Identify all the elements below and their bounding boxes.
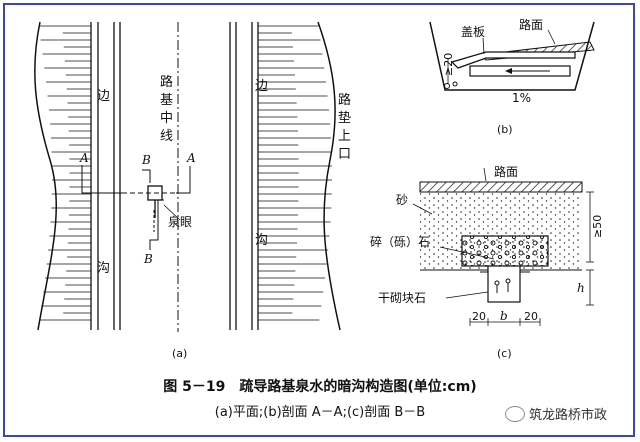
plan-right-ticks <box>258 25 332 321</box>
section-bb: ≥50 h 20 b 20 路面 砂 碎（砾）石 干砌块石 (c) <box>370 164 604 360</box>
label-a-left: A <box>79 151 89 165</box>
label-dry-stone: 干砌块石 <box>378 291 426 305</box>
section-c-gravel <box>461 235 549 267</box>
cover-leader <box>482 37 485 55</box>
label-gravel: 碎（砾）石 <box>370 234 430 249</box>
sublabel-b: (b) <box>497 123 513 136</box>
section-aa: ≥20 盖板 路面 1% (b) <box>429 17 595 136</box>
road-leader-b <box>547 29 556 45</box>
label-centerline: 路 基 中 线 <box>160 74 173 144</box>
section-a-left-marker <box>81 165 122 194</box>
stone-1 <box>444 83 450 89</box>
section-b-top-marker <box>142 169 151 183</box>
section-a-right-marker <box>176 166 191 194</box>
section-c-road-surface <box>419 181 583 193</box>
label-bian-right: 边 <box>255 79 268 94</box>
label-b-top: B <box>141 153 151 167</box>
svg-text:口: 口 <box>338 147 351 162</box>
plan-right-boundary <box>317 21 341 331</box>
gravel-leader <box>439 246 495 260</box>
label-road-b: 路面 <box>519 17 543 32</box>
figure-title: 图 5－19 疏导路基泉水的暗沟构造图(单位:cm) <box>163 379 477 395</box>
label-shoulder: 路 垫 上 口 <box>338 92 351 162</box>
sand-leader <box>412 203 433 215</box>
svg-text:路: 路 <box>338 92 351 108</box>
label-gou-left: 沟 <box>97 261 110 276</box>
label-a-right: A <box>186 151 196 165</box>
svg-text:中: 中 <box>160 111 173 126</box>
label-height-20: ≥20 <box>442 53 455 76</box>
stone-2 <box>452 81 458 87</box>
label-h: h <box>577 281 585 295</box>
label-dim-20-right: 20 <box>524 310 538 323</box>
label-slope-1pct: 1% <box>512 91 531 105</box>
label-depth-50: ≥50 <box>591 215 604 238</box>
label-spring-eye: 泉眼 <box>168 215 192 229</box>
section-c-drain-stones <box>494 278 511 293</box>
svg-text:路: 路 <box>160 74 173 90</box>
section-c-stone-pit <box>487 265 521 303</box>
svg-text:垫: 垫 <box>338 110 351 126</box>
watermark: 筑龙路桥市政 <box>505 404 607 423</box>
spring-leader <box>163 204 181 221</box>
svg-text:线: 线 <box>160 129 173 144</box>
label-b-bottom: B <box>143 252 153 266</box>
section-b-bottom-marker <box>149 199 164 250</box>
sublabel-a: (a) <box>172 347 187 360</box>
label-cover-slab: 盖板 <box>461 25 485 39</box>
plan-left-boundary <box>34 21 58 331</box>
figure-subtitle: (a)平面;(b)剖面 A－A;(c)剖面 B－B <box>214 405 426 420</box>
wechat-icon <box>505 405 525 422</box>
flow-arrow-head <box>505 68 512 74</box>
stone-leader <box>445 291 489 299</box>
label-sand: 砂 <box>396 193 408 207</box>
road-leader-c <box>483 167 487 182</box>
label-dim-b: b <box>500 309 508 323</box>
label-gou-right: 沟 <box>255 233 268 248</box>
section-b-ground <box>429 21 595 91</box>
sublabel-c: (c) <box>497 347 512 360</box>
svg-text:上: 上 <box>338 129 351 144</box>
label-road-c: 路面 <box>494 164 518 179</box>
plan-left-ticks <box>38 25 91 321</box>
plan-view: 边 沟 边 沟 路 基 中 线 路 垫 上 口 泉眼 A A B B (a) <box>34 21 351 360</box>
label-dim-20-left: 20 <box>472 310 486 323</box>
section-b-cover-slab <box>450 51 576 69</box>
watermark-text: 筑龙路桥市政 <box>529 408 608 423</box>
svg-text:基: 基 <box>160 93 173 108</box>
label-bian-left: 边 <box>97 89 110 104</box>
